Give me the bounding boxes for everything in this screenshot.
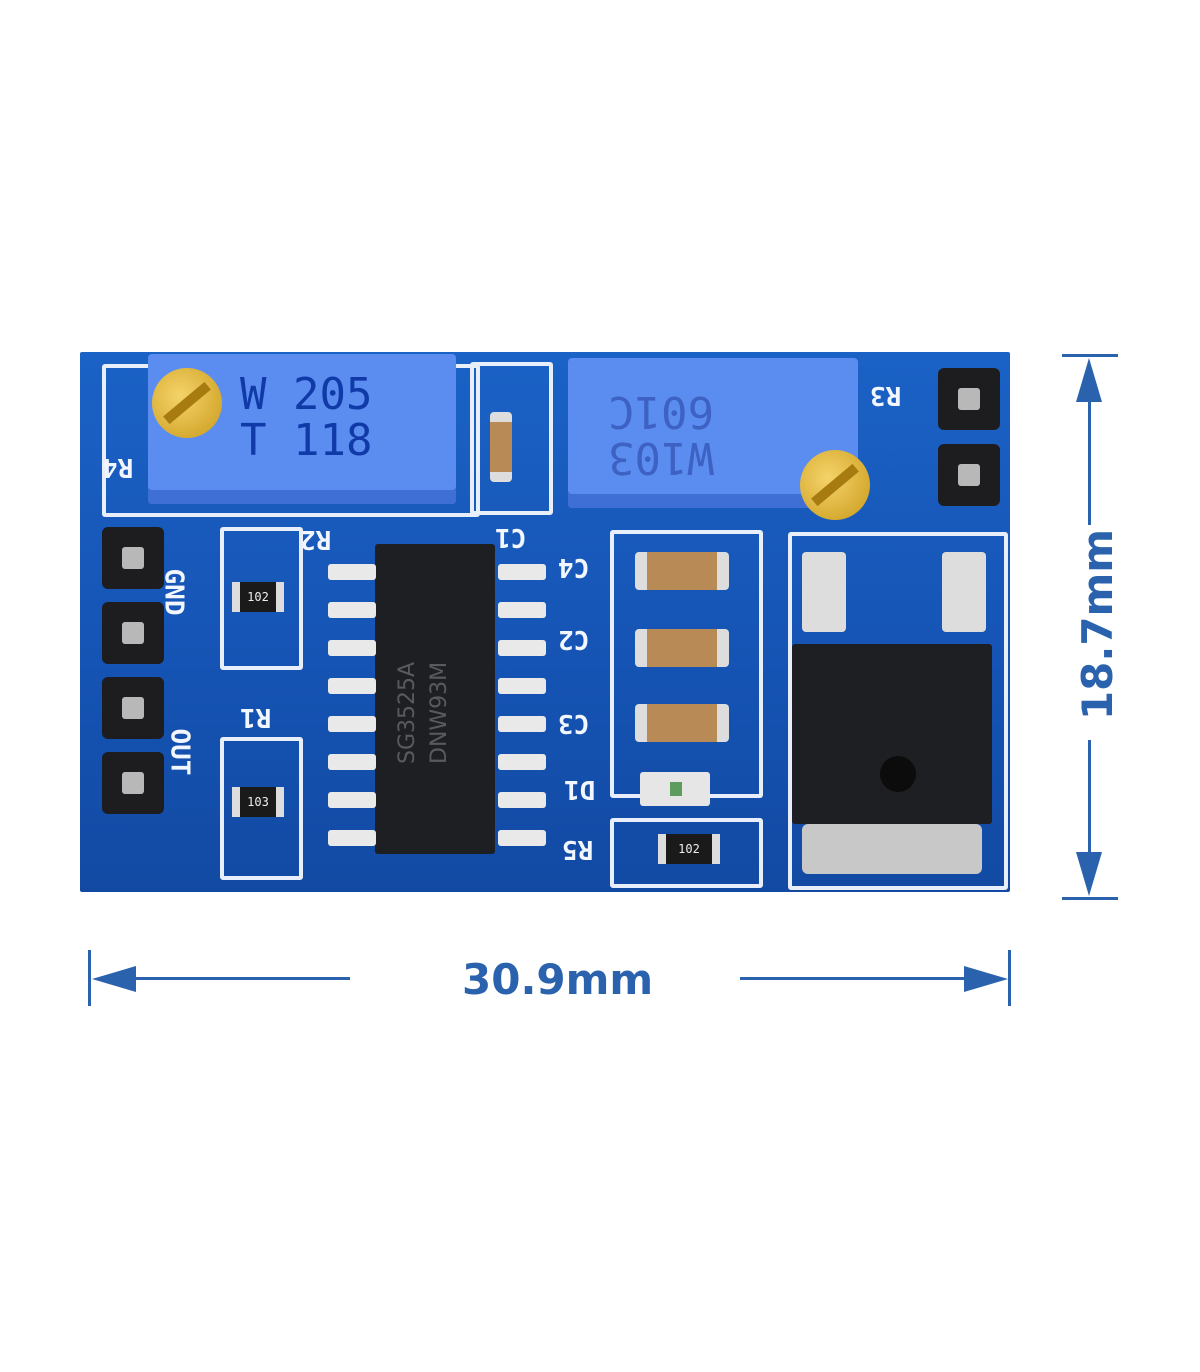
label-r2: R2 [300, 524, 332, 554]
label-r4: R4 [102, 452, 134, 482]
ic-lead [498, 792, 546, 808]
regulator-tab [802, 824, 982, 874]
label-out: OUT [164, 728, 195, 776]
ic-lead [498, 716, 546, 732]
ic-lead [498, 678, 546, 694]
label-c2: C2 [558, 624, 590, 654]
dimension-tick-top [1062, 354, 1118, 357]
label-r1: R1 [240, 702, 272, 732]
label-gnd: GND [158, 568, 189, 616]
ic-lead [328, 602, 376, 618]
pot-marking-2: T 118 [240, 415, 373, 466]
label-r5: R5 [562, 834, 594, 864]
c1-outline [470, 362, 553, 515]
header-pin-3[interactable] [102, 677, 164, 739]
r5-outline [610, 818, 763, 888]
dimension-tick-bottom [1062, 897, 1118, 900]
adjust-screw-icon[interactable] [152, 368, 222, 438]
pot-marking-1: W 205 [240, 369, 373, 420]
capacitor-c4 [635, 552, 729, 590]
regulator-outline [788, 532, 1008, 890]
capacitor-c3 [635, 704, 729, 742]
resistor-r2: 102 [232, 582, 284, 612]
ic-lead [498, 640, 546, 656]
width-dimension-line [120, 977, 350, 980]
height-dimension-line [1088, 385, 1091, 525]
resistor-r1: 103 [232, 787, 284, 817]
pcb-board: R4 W 205 T 118 C1 601C W103 R3 GND OUT R… [80, 352, 1010, 892]
ic-lead [328, 716, 376, 732]
arrow-down-icon [1076, 852, 1102, 896]
adjust-screw-icon[interactable] [800, 450, 870, 520]
header-pin-1[interactable] [102, 527, 164, 589]
label-d1: D1 [564, 774, 596, 804]
capacitor-c2 [635, 629, 729, 667]
ic-lead [498, 564, 546, 580]
ic-marking-1: SG3525A [395, 661, 420, 764]
height-dimension-line [1088, 740, 1091, 870]
width-dimension-line [740, 977, 970, 980]
capacitor-c1 [490, 412, 512, 482]
r2-outline [220, 527, 303, 670]
ic-lead [328, 640, 376, 656]
ic-lead [498, 830, 546, 846]
header-pin[interactable] [938, 444, 1000, 506]
height-dimension-label: 18.7mm [1073, 528, 1123, 721]
ic-marking-2: DNW93M [427, 661, 452, 764]
potentiometer-r4[interactable]: W 205 T 118 [148, 354, 456, 504]
label-c1: C1 [495, 522, 527, 552]
header-pin[interactable] [938, 368, 1000, 430]
ic-lead [328, 792, 376, 808]
potentiometer-r3[interactable]: 601C W103 [568, 358, 870, 520]
led-d1 [640, 772, 710, 806]
ic-lead [498, 754, 546, 770]
arrow-up-icon [1076, 358, 1102, 402]
pot-marking-1: 601C [608, 386, 714, 437]
ic-sg3525a: SG3525A DNW93M [375, 544, 495, 854]
pot-marking-2: W103 [608, 432, 714, 483]
regulator-lead [802, 552, 846, 632]
ic-lead [328, 830, 376, 846]
dimension-tick-left [88, 950, 91, 1006]
resistor-r5: 102 [658, 834, 720, 864]
arrow-left-icon [92, 966, 136, 992]
dimension-tick-right [1008, 950, 1011, 1006]
ic-lead [328, 754, 376, 770]
r1-outline [220, 737, 303, 880]
label-c4: C4 [558, 552, 590, 582]
regulator-chip [792, 644, 992, 824]
width-dimension-label: 30.9mm [462, 955, 654, 1004]
ic-lead [328, 678, 376, 694]
header-pin-4[interactable] [102, 752, 164, 814]
arrow-right-icon [964, 966, 1008, 992]
label-r3: R3 [870, 380, 902, 410]
regulator-lead [942, 552, 986, 632]
header-pin-2[interactable] [102, 602, 164, 664]
ic-lead [328, 564, 376, 580]
ic-lead [498, 602, 546, 618]
label-c3: C3 [558, 708, 590, 738]
